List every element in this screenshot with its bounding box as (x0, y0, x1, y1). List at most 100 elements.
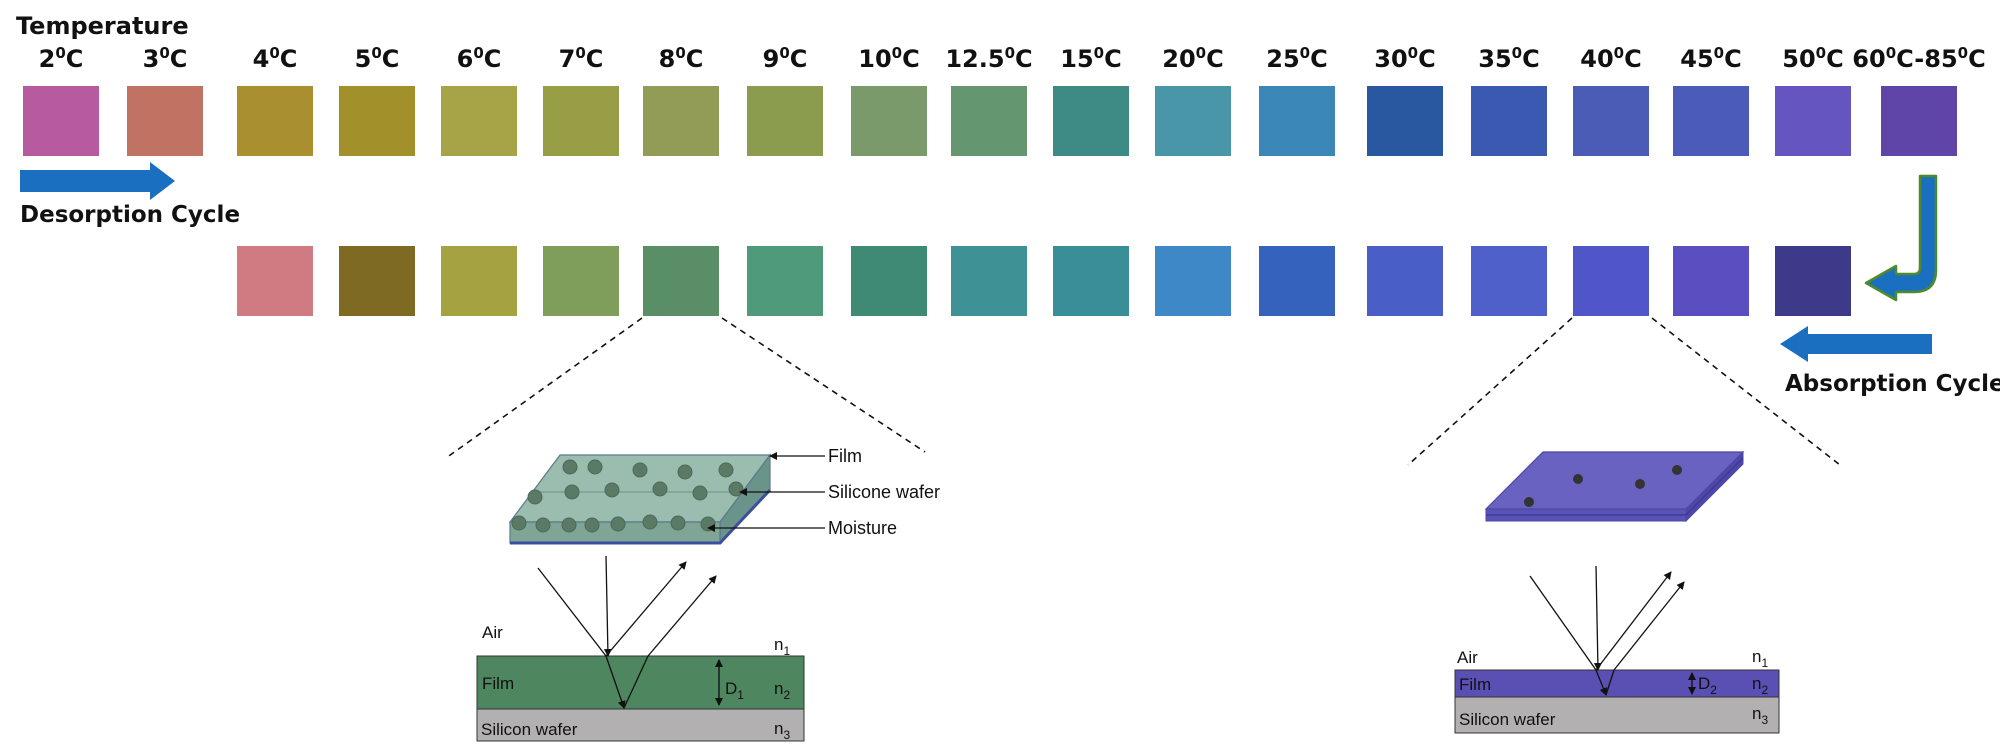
moisture-droplet (700, 516, 716, 532)
absorption-swatch (745, 244, 825, 318)
temperature-label: 20C (39, 44, 84, 73)
right-n2-label: n2 (1752, 674, 1768, 697)
desorption-swatch (1051, 84, 1131, 158)
moisture-droplet (728, 481, 744, 497)
desorption-swatch (439, 84, 519, 158)
desorption-swatch (1153, 84, 1233, 158)
film-label: Film (828, 446, 862, 466)
desorption-swatch (1365, 84, 1445, 158)
temperature-labels: 20C 30C 40C 50C 60C 70C 80C 90C 100C 12.50C 150C 20… (39, 44, 1986, 73)
temperature-label: 250C (1266, 44, 1327, 73)
absorption-swatch (1365, 244, 1445, 318)
moisture-droplet (718, 462, 734, 478)
dry-film-plate-3d (1484, 450, 1745, 523)
desorption-swatch (541, 84, 621, 158)
moisture-droplet (527, 489, 543, 505)
temperature-label: 300C (1374, 44, 1435, 73)
desorption-swatch-row (21, 84, 1959, 158)
moisture-droplet (535, 517, 551, 533)
right-film-layer (1454, 669, 1780, 698)
temperature-label: 50C (355, 44, 400, 73)
temperature-label: 350C (1478, 44, 1539, 73)
temperature-label: 30C (143, 44, 188, 73)
absorption-arrow-icon (1780, 326, 1932, 362)
temperature-label: 60C (457, 44, 502, 73)
temperature-label: 90C (763, 44, 808, 73)
absorption-swatch (949, 244, 1029, 318)
temperature-label: 70C (559, 44, 604, 73)
temperature-label: 150C (1060, 44, 1121, 73)
zoom-line-left-a (445, 317, 643, 459)
desorption-swatch (949, 84, 1029, 158)
temperature-heading: Temperature (16, 12, 189, 40)
right-d2-label: D2 (1698, 674, 1717, 697)
left-n2-label: n2 (774, 679, 790, 702)
moisture-droplet (511, 515, 527, 531)
desorption-swatch (641, 84, 721, 158)
desorption-swatch (745, 84, 825, 158)
silicone-wafer-label: Silicone wafer (828, 482, 940, 502)
absorption-swatch (1051, 244, 1131, 318)
absorption-swatch (1469, 244, 1549, 318)
temperature-label: 500C (1782, 44, 1843, 73)
film-block-3d (508, 453, 772, 545)
temperature-label: 450C (1680, 44, 1741, 73)
moisture-droplet (587, 459, 603, 475)
moisture-droplet (670, 515, 686, 531)
temperature-label: 12.50C (945, 44, 1032, 73)
left-n3-label: n3 (774, 719, 790, 742)
desorption-swatch (337, 84, 417, 158)
desorption-swatch (1257, 84, 1337, 158)
absorption-swatch (1773, 244, 1853, 318)
moisture-droplet (584, 517, 600, 533)
zoom-line-right-b (1651, 317, 1841, 466)
right-n3-label: n3 (1752, 704, 1768, 727)
moisture-droplet (604, 482, 620, 498)
left-n1-label: n1 (774, 635, 790, 658)
temperature-label: 400C (1580, 44, 1641, 73)
temperature-label: 100C (858, 44, 919, 73)
right-wafer-layer (1454, 696, 1780, 734)
moisture-droplet (564, 484, 580, 500)
right-thin-film-diagram: Air Film Silicon wafer D2 n1 n2 n3 (1454, 565, 1780, 734)
right-film-layer-label: Film (1459, 675, 1491, 694)
desorption-swatch (21, 84, 101, 158)
left-thin-film-diagram: Air Film Silicon wafer D1 n1 n2 n3 (476, 555, 805, 742)
moisture-label: Moisture (828, 518, 897, 538)
bent-arrow-icon (1864, 174, 1938, 302)
temperature-label: 40C (253, 44, 298, 73)
moisture-droplet (561, 517, 577, 533)
absorption-swatch (1671, 244, 1751, 318)
absorption-swatch (337, 244, 417, 318)
desorption-swatch (1773, 84, 1853, 158)
desorption-swatch (1469, 84, 1549, 158)
moisture-droplet (692, 485, 708, 501)
right-n1-label: n1 (1752, 647, 1768, 670)
temperature-label: 80C (659, 44, 704, 73)
left-film-layer (476, 655, 805, 710)
left-wafer-layer (476, 708, 805, 742)
temperature-label: 200C (1162, 44, 1223, 73)
absorption-swatch (1257, 244, 1337, 318)
left-air-label: Air (482, 623, 503, 642)
absorption-swatch (1571, 244, 1651, 318)
desorption-swatch (849, 84, 929, 158)
desorption-swatch (125, 84, 205, 158)
absorption-swatch (439, 244, 519, 318)
moisture-droplet (610, 516, 626, 532)
desorption-arrow-icon (20, 162, 175, 200)
desorption-cycle-label: Desorption Cycle (20, 202, 240, 228)
absorption-swatch (1153, 244, 1233, 318)
desorption-swatch (1879, 84, 1959, 158)
moisture-droplet (562, 459, 578, 475)
absorption-swatch-row (235, 244, 1853, 318)
left-d1-label: D1 (725, 679, 744, 702)
right-wafer-layer-label: Silicon wafer (1459, 710, 1556, 729)
right-air-label: Air (1457, 648, 1478, 667)
left-wafer-layer-label: Silicon wafer (481, 720, 578, 739)
moisture-droplet (677, 464, 693, 480)
absorption-swatch (641, 244, 721, 318)
temperature-label: 600C-850C (1852, 44, 1985, 73)
absorption-swatch (541, 244, 621, 318)
